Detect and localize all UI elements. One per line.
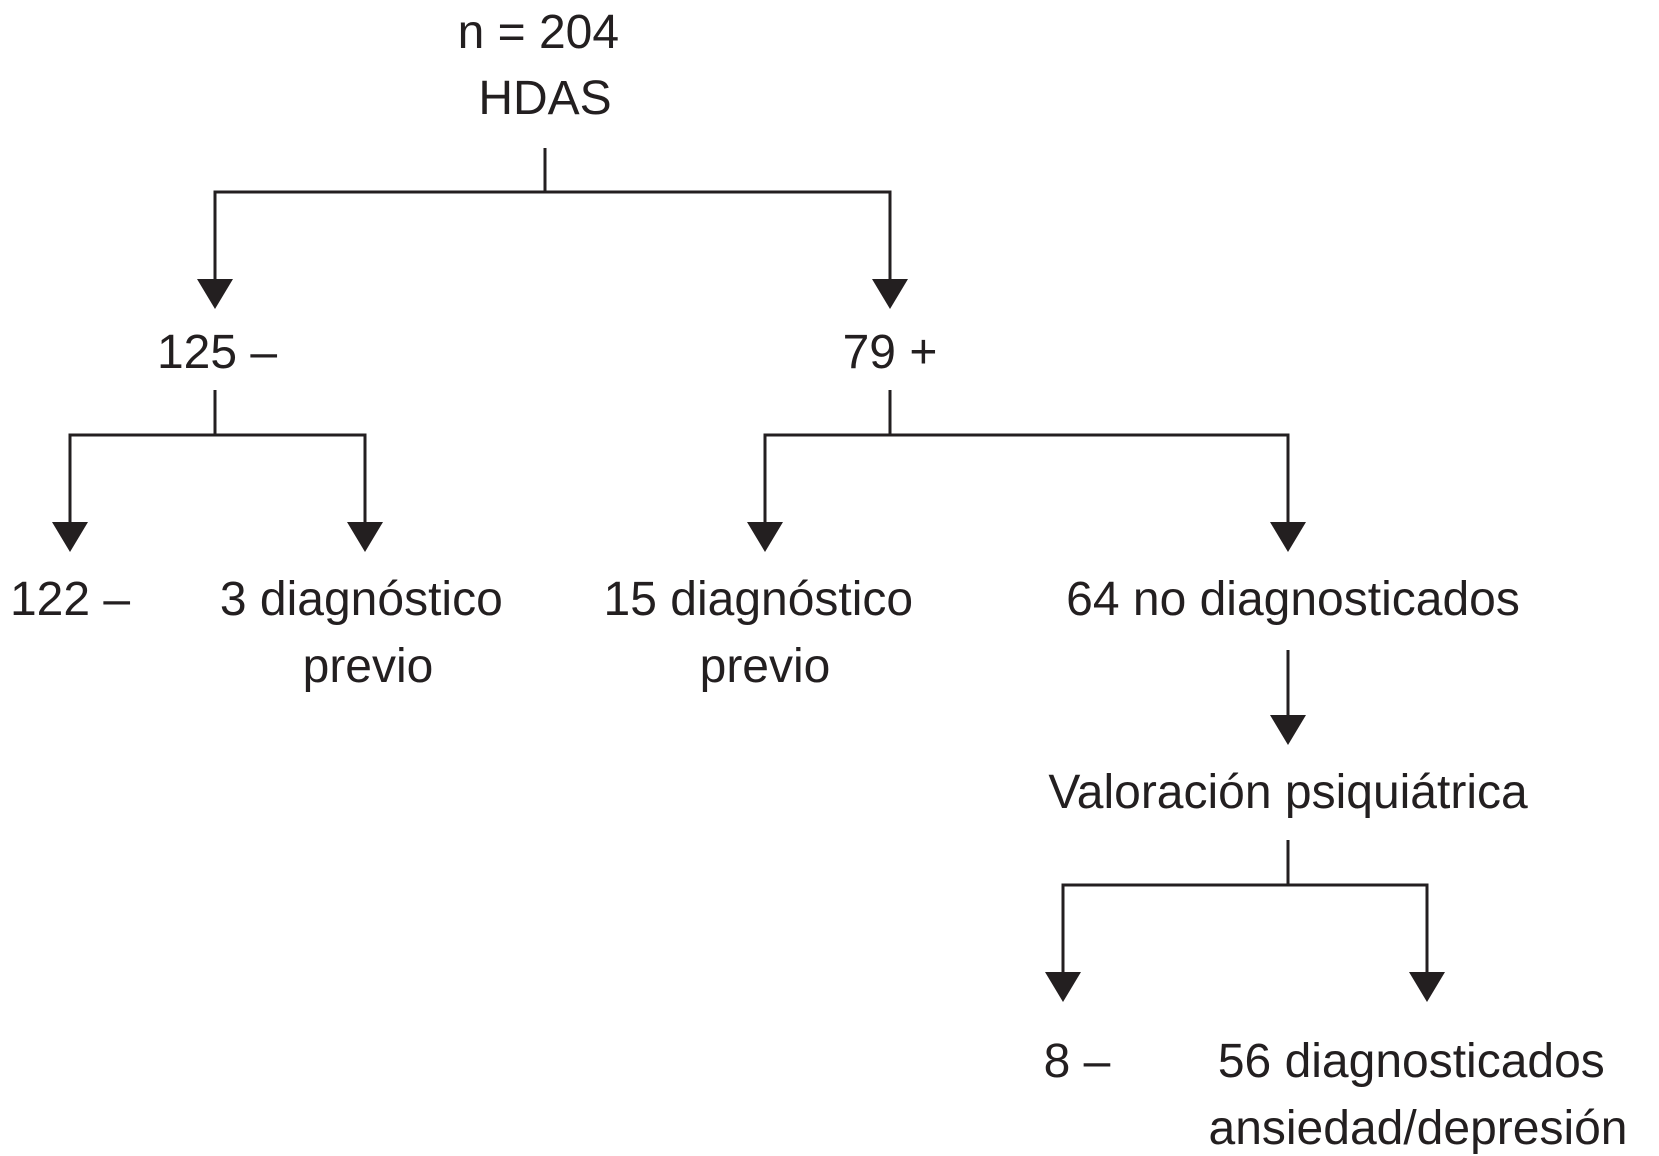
eval-negative-node: 8 – xyxy=(1044,1035,1111,1088)
neg-negative-node-line-1: 122 – xyxy=(10,573,130,626)
eval-split-connector xyxy=(1045,840,1445,1002)
negative-branch-line xyxy=(68,433,367,522)
eval-branch-line xyxy=(1061,883,1429,972)
arrow-to-eval-diagnosed xyxy=(1409,972,1445,1002)
pos-undiagnosed-node-line-1: 64 no diagnosticados xyxy=(1066,573,1520,626)
negative-node: 125 – xyxy=(157,326,277,379)
arrow-to-psych-eval xyxy=(1270,715,1306,745)
positive-node-line-1: 79 + xyxy=(843,326,938,379)
arrow-to-positive xyxy=(872,279,908,309)
arrow-to-negative xyxy=(197,279,233,309)
neg-negative-node: 122 – xyxy=(10,573,130,626)
root-split-connector xyxy=(197,148,908,309)
positive-split-connector xyxy=(747,390,1306,552)
arrow-to-neg-prev-dx xyxy=(347,522,383,552)
undiagnosed-eval-connector xyxy=(1270,650,1306,745)
positive-branch-line xyxy=(763,433,1290,522)
pos-prev-dx-node-line-2: previo xyxy=(700,640,831,693)
neg-prev-dx-node: 3 diagnóstico previo xyxy=(220,573,516,693)
positive-node: 79 + xyxy=(843,326,938,379)
arrow-to-pos-prev-dx xyxy=(747,522,783,552)
pos-undiagnosed-node: 64 no diagnosticados xyxy=(1066,573,1520,626)
eval-negative-node-line-1: 8 – xyxy=(1044,1035,1111,1088)
arrow-to-eval-negative xyxy=(1045,972,1081,1002)
psych-eval-node-line-1: Valoración psiquiátrica xyxy=(1048,766,1528,819)
eval-diagnosed-node: 56 diagnosticados ansiedad/depresión xyxy=(1209,1035,1628,1155)
pos-prev-dx-node: 15 diagnóstico previo xyxy=(604,573,927,693)
root-node-line-1: n = 204 xyxy=(458,6,619,59)
neg-prev-dx-node-line-1: 3 diagnóstico xyxy=(220,573,503,626)
eval-diagnosed-node-line-1: 56 diagnosticados xyxy=(1218,1035,1605,1088)
negative-node-line-1: 125 – xyxy=(157,326,277,379)
root-branch-line xyxy=(213,190,892,279)
neg-prev-dx-node-line-2: previo xyxy=(303,640,434,693)
negative-split-connector xyxy=(52,390,383,552)
root-node: n = 204 HDAS xyxy=(458,6,633,125)
psych-eval-node: Valoración psiquiátrica xyxy=(1048,766,1528,819)
arrow-to-pos-undiagnosed xyxy=(1270,522,1306,552)
arrow-to-neg-negative xyxy=(52,522,88,552)
root-node-line-2: HDAS xyxy=(478,72,611,125)
pos-prev-dx-node-line-1: 15 diagnóstico xyxy=(604,573,914,626)
eval-diagnosed-node-line-2: ansiedad/depresión xyxy=(1209,1102,1628,1155)
